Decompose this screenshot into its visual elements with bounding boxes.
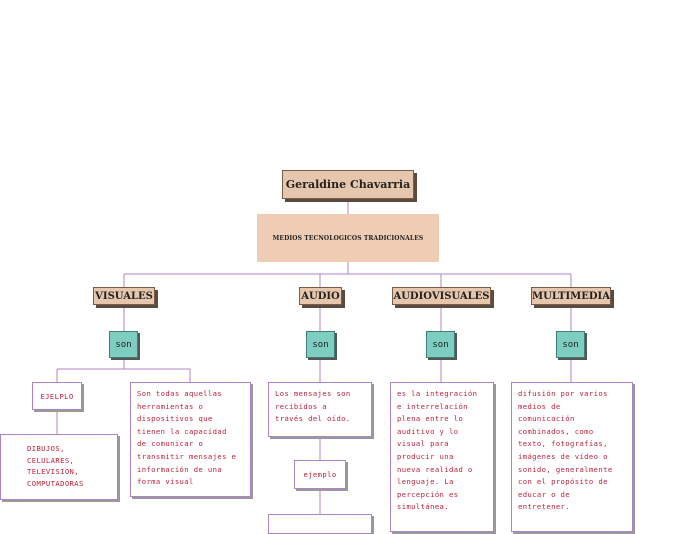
link-son-multimedia: son (556, 331, 585, 358)
category-multimedia: MULTIMEDIA (531, 287, 611, 305)
visuales-examples: DIBUJOS, CELULARES, TELEVISION, COMPUTAD… (0, 434, 118, 500)
topic-node: MEDIOS TECNOLOGICOS TRADICIONALES (257, 214, 439, 262)
category-audio: AUDIO (299, 287, 342, 305)
multimedia-definition: difusión por varios medios de comunicaci… (511, 382, 633, 532)
category-audiovisuales: AUDIOVISUALES (392, 287, 491, 305)
visuales-definition: Son todas aquellas herramientas o dispos… (130, 382, 251, 497)
audio-example-box (268, 514, 372, 534)
link-son-audio: son (306, 331, 335, 358)
visuales-example-label: EJELPLO (32, 382, 82, 410)
connector-lines (56, 199, 572, 514)
category-visuales: VISUALES (93, 287, 155, 305)
link-son-audiovisuales: son (426, 331, 455, 358)
link-son-visuales: son (109, 331, 138, 358)
audio-example-label: ejemplo (294, 460, 346, 489)
audio-definition: Los mensajes son recibidos a través del … (268, 382, 372, 437)
audiovisuales-definition: es la integración e interrelación plena … (390, 382, 494, 532)
author-node: Geraldine Chavarria (282, 170, 414, 199)
